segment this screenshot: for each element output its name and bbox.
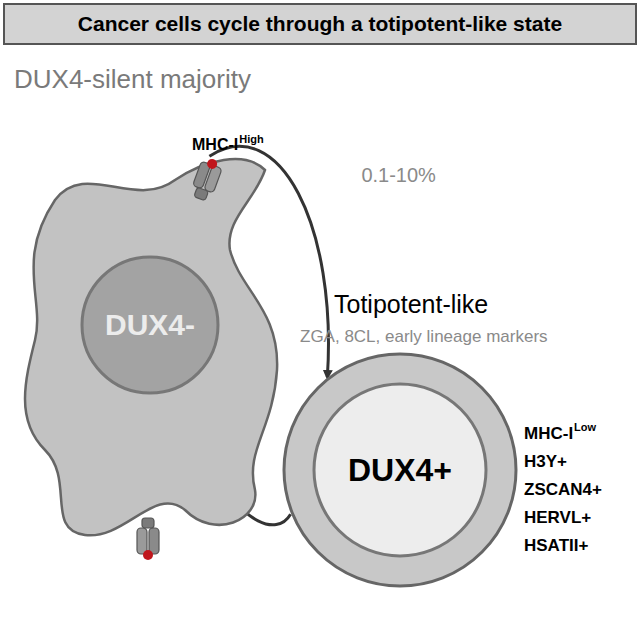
nucleus [314,384,486,556]
cell-membrane [284,354,516,586]
superscript: Low [574,421,596,433]
marker-label: HSATII+ [524,536,588,556]
marker-label: MHC-I [524,424,573,444]
marker-label: H3Y+ [524,452,567,472]
edge-label: 0.1-10% [359,164,438,187]
marker-label: ZSCAN4+ [524,480,602,500]
superscript: High [239,133,263,145]
dux4-negative-cell: DUX4- [15,140,285,545]
marker-label: MHC-I [192,136,238,154]
cell-membrane [25,159,277,535]
dux4-positive-cell: DUX4+ [282,352,518,588]
state-heading: Totipotent-like [334,290,488,319]
cell-label: DUX4- [105,308,195,342]
title: Cancer cells cycle through a totipotent-… [78,12,562,36]
cell-label: DUX4+ [348,452,452,489]
title-bar: Cancer cells cycle through a totipotent-… [3,3,637,45]
marker-label: HERVL+ [524,508,591,528]
cell-outline [15,140,285,545]
mhc-molecule [137,518,159,560]
group-heading: DUX4-silent majority [14,64,251,95]
nucleus [82,257,218,393]
state-description: ZGA, 8CL, early lineage markers [300,327,548,347]
